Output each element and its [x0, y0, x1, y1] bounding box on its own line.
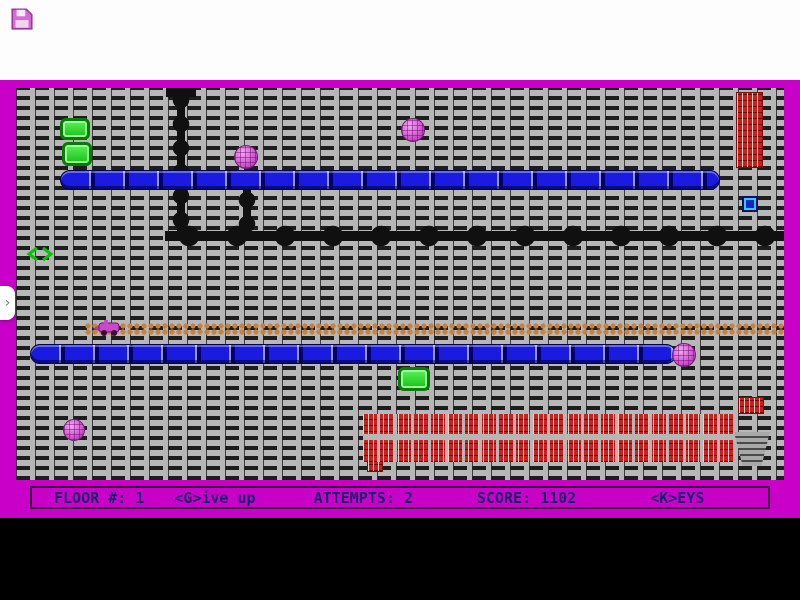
status-bar: FLOOR #: 1 <G>ive up ATTEMPTS: 2 SCORE: 110…: [30, 486, 770, 509]
player-vehicle: [92, 319, 124, 337]
score-field: SCORE: 1102: [477, 489, 576, 507]
floor-field: FLOOR #: 1: [54, 489, 144, 507]
blue-pickup-icon: [742, 196, 758, 212]
score-value: 1102: [540, 488, 577, 507]
green-box: [398, 367, 430, 391]
attempts-label: ATTEMPTS:: [313, 488, 395, 507]
gray-hopper: [734, 432, 770, 466]
green-chevron-item: [26, 246, 54, 262]
top-toolbar: [0, 0, 800, 80]
floor-label: FLOOR #:: [54, 488, 127, 507]
green-box: [60, 118, 90, 140]
red-hazard-row: [363, 414, 733, 462]
score-label: SCORE:: [476, 488, 532, 507]
studded-beam: [165, 224, 784, 248]
magenta-ball: [234, 145, 258, 169]
magenta-ball: [63, 419, 85, 441]
give-up-command[interactable]: <G>ive up: [174, 488, 256, 507]
attempts-field: ATTEMPTS: 2: [314, 489, 413, 507]
chain-anchor: [166, 88, 196, 97]
blue-platform-upper: [60, 170, 720, 190]
stud-chain-vertical: [170, 88, 192, 236]
sidebar-expand-handle[interactable]: ›: [0, 286, 15, 320]
dotted-rope: [85, 323, 784, 335]
red-hazard-block: [738, 397, 764, 414]
attempts-value: 2: [403, 488, 413, 507]
floppy-save-icon: [9, 8, 35, 35]
blue-platform-lower: [30, 344, 676, 364]
save-button[interactable]: [8, 6, 36, 34]
game-window: FLOOR #: 1 <G>ive up ATTEMPTS: 2 SCORE: 110…: [0, 80, 800, 518]
floor-value: 1: [135, 488, 145, 507]
stud-chain-vertical-short: [236, 188, 258, 234]
red-hazard-column: [736, 92, 763, 168]
magenta-ball: [672, 343, 696, 367]
chevron-right-icon: ›: [4, 295, 11, 311]
green-box: [62, 142, 92, 166]
game-play-area[interactable]: [16, 88, 784, 480]
magenta-ball: [401, 118, 425, 142]
keys-command[interactable]: <K>EYS: [650, 488, 705, 507]
